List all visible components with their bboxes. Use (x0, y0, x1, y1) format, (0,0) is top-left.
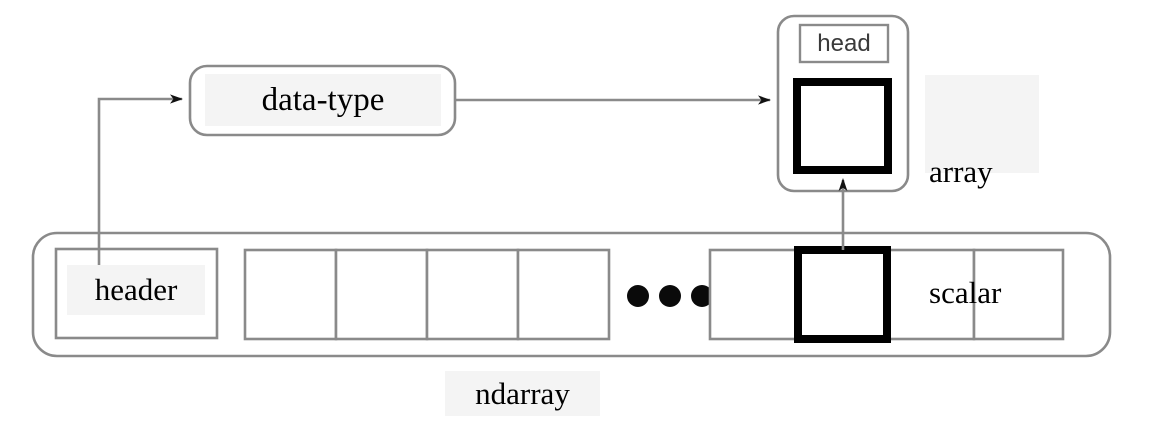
right-cell-group (708, 246, 1065, 343)
ndarray-cell-highlighted[interactable] (794, 246, 891, 343)
edge-header-to-data-type (97, 94, 183, 312)
ndarray-cell[interactable] (516, 248, 611, 341)
head-box (798, 23, 890, 64)
ndarray-label: ndarray (445, 371, 600, 416)
array-scalar-box[interactable] (793, 78, 892, 174)
ndarray-cell[interactable] (425, 248, 520, 341)
ndarray-cell[interactable] (334, 248, 429, 341)
ndarray-cell[interactable] (708, 248, 800, 341)
header-label: header (67, 265, 205, 315)
ndarray-cell[interactable] (972, 248, 1065, 341)
ndarray-cell[interactable] (243, 248, 338, 341)
head-label: head (817, 30, 871, 57)
data-type-label: data-type (205, 74, 441, 126)
ndarray-cell[interactable] (884, 248, 976, 341)
ellipsis-icon (627, 285, 713, 307)
array-scalar-label-line2: scalar (929, 275, 1002, 311)
left-cell-group (243, 248, 611, 341)
array-scalar-label-line1: array (929, 154, 993, 190)
array-scalar-label: array scalar (925, 75, 1039, 310)
